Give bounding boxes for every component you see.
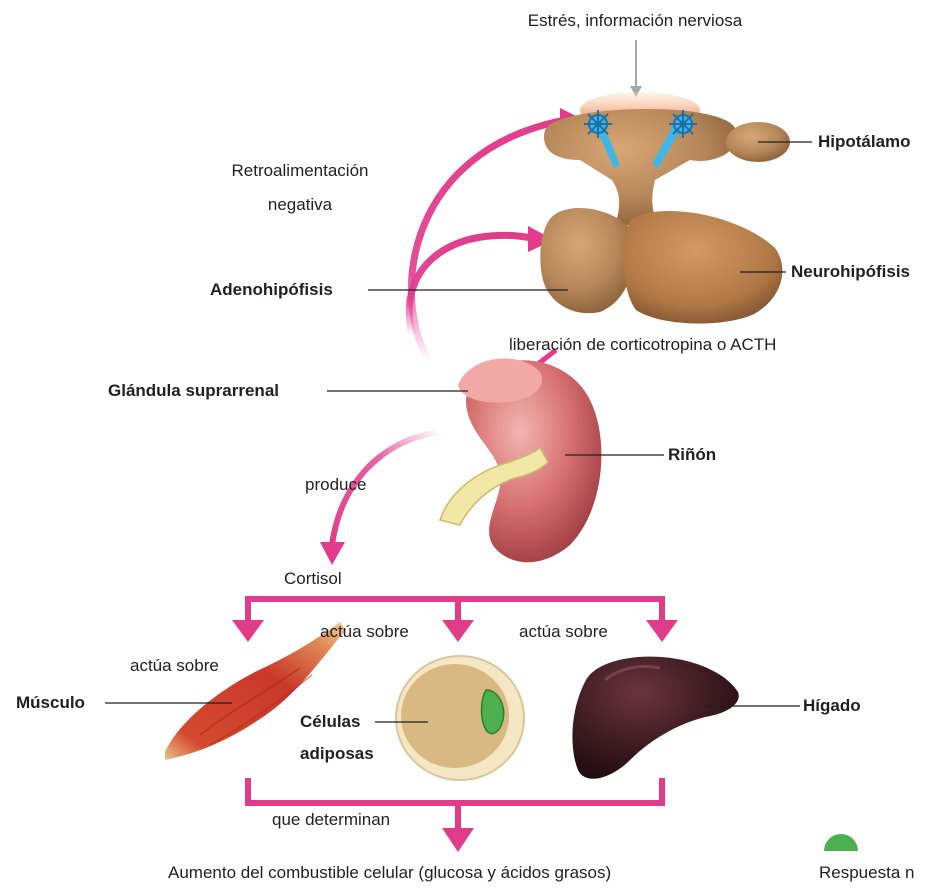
feedback-label-line2: negativa [190, 194, 410, 216]
fat-cells-label-line2: adiposas [300, 743, 374, 765]
produce-arrow [320, 432, 440, 565]
stimulus-label: Estrés, información nerviosa [470, 10, 800, 32]
liver-illustration [572, 657, 738, 779]
neuron-icon [669, 110, 697, 138]
pituitary-illustration [540, 92, 790, 324]
fat-cells-label-line1: Células [300, 711, 360, 733]
acts-on-label-left: actúa sobre [130, 655, 219, 677]
cortisol-distribution-arrows [232, 596, 678, 642]
determine-label: que determinan [272, 809, 390, 831]
cortisol-label: Cortisol [284, 568, 342, 590]
produce-label: produce [305, 474, 366, 496]
stimulus-arrow [630, 40, 642, 97]
feedback-label-line1: Retroalimentación [190, 160, 410, 182]
green-marker [824, 834, 858, 851]
muscle-label: Músculo [16, 692, 85, 714]
kidney-illustration [440, 358, 601, 562]
acts-on-label-right: actúa sobre [519, 621, 608, 643]
neuron-icon [584, 110, 612, 138]
acts-on-label-middle: actúa sobre [320, 621, 409, 643]
neurohypophysis-label: Neurohipófisis [791, 261, 910, 283]
acth-label: liberación de corticotropina o ACTH [509, 334, 776, 356]
adrenal-gland-label: Glándula suprarrenal [108, 380, 279, 402]
fat-cell-illustration [396, 656, 524, 780]
hypothalamus-label: Hipotálamo [818, 131, 911, 153]
muscle-illustration [165, 622, 346, 760]
liver-label: Hígado [803, 695, 861, 717]
kidney-label: Riñón [668, 444, 716, 466]
cut-off-label: Respuesta n [819, 862, 914, 884]
result-label: Aumento del combustible celular (glucosa… [168, 862, 611, 884]
adenohypophysis-label: Adenohipófisis [210, 279, 333, 301]
